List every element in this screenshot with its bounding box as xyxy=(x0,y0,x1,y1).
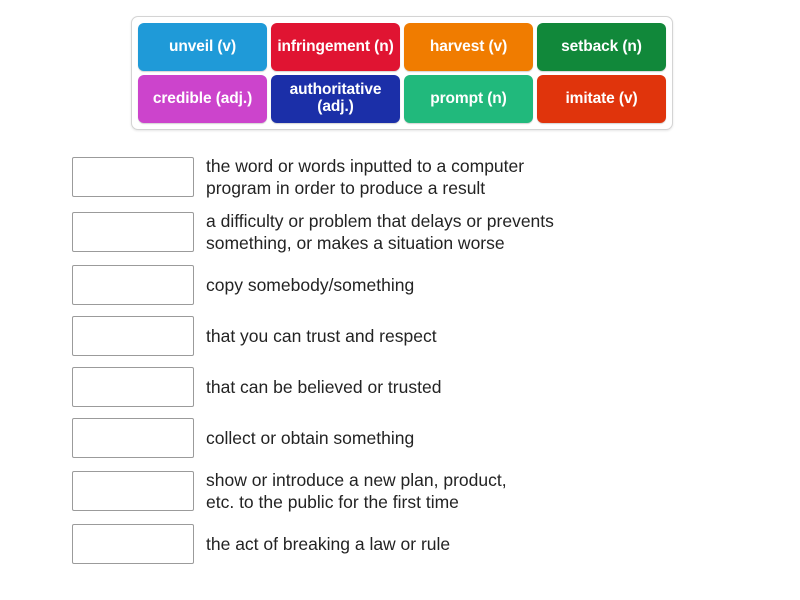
definition-text: copy somebody/something xyxy=(206,275,415,296)
definition-text: a difficulty or problem that delays or p… xyxy=(206,211,554,254)
word-tile[interactable]: authoritative (adj.) xyxy=(271,75,400,123)
definition-text: that can be believed or trusted xyxy=(206,377,442,398)
definition-text: the act of breaking a law or rule xyxy=(206,534,451,555)
word-tile[interactable]: harvest (v) xyxy=(404,23,533,71)
word-tile[interactable]: prompt (n) xyxy=(404,75,533,123)
answer-drop-box[interactable] xyxy=(72,265,194,306)
definition-text: the word or words inputted to a computer… xyxy=(206,156,525,199)
answer-drop-box[interactable] xyxy=(72,418,194,459)
answer-drop-box[interactable] xyxy=(72,471,194,512)
match-row: that can be believed or trusted xyxy=(72,367,762,408)
match-row: show or introduce a new plan, product, e… xyxy=(72,469,762,513)
word-bank-row: credible (adj.)authoritative (adj.)promp… xyxy=(138,75,666,123)
definition-text: show or introduce a new plan, product, e… xyxy=(206,470,507,513)
answer-drop-box[interactable] xyxy=(72,157,194,198)
word-tile[interactable]: unveil (v) xyxy=(138,23,267,71)
word-tile[interactable]: credible (adj.) xyxy=(138,75,267,123)
definition-text: collect or obtain something xyxy=(206,428,415,449)
answer-drop-box[interactable] xyxy=(72,316,194,357)
answer-drop-box[interactable] xyxy=(72,367,194,408)
word-bank: unveil (v)infringement (n)harvest (v)set… xyxy=(131,16,673,130)
word-tile[interactable]: setback (n) xyxy=(537,23,666,71)
answer-drop-box[interactable] xyxy=(72,524,194,565)
match-row: that you can trust and respect xyxy=(72,316,762,357)
word-bank-row: unveil (v)infringement (n)harvest (v)set… xyxy=(138,23,666,71)
definition-text: that you can trust and respect xyxy=(206,326,437,347)
match-row: a difficulty or problem that delays or p… xyxy=(72,210,762,254)
match-row: the word or words inputted to a computer… xyxy=(72,155,762,199)
word-tile[interactable]: imitate (v) xyxy=(537,75,666,123)
match-row: copy somebody/something xyxy=(72,265,762,306)
match-list: the word or words inputted to a computer… xyxy=(72,155,762,575)
word-tile[interactable]: infringement (n) xyxy=(271,23,400,71)
match-row: the act of breaking a law or rule xyxy=(72,524,762,565)
match-row: collect or obtain something xyxy=(72,418,762,459)
answer-drop-box[interactable] xyxy=(72,212,194,253)
